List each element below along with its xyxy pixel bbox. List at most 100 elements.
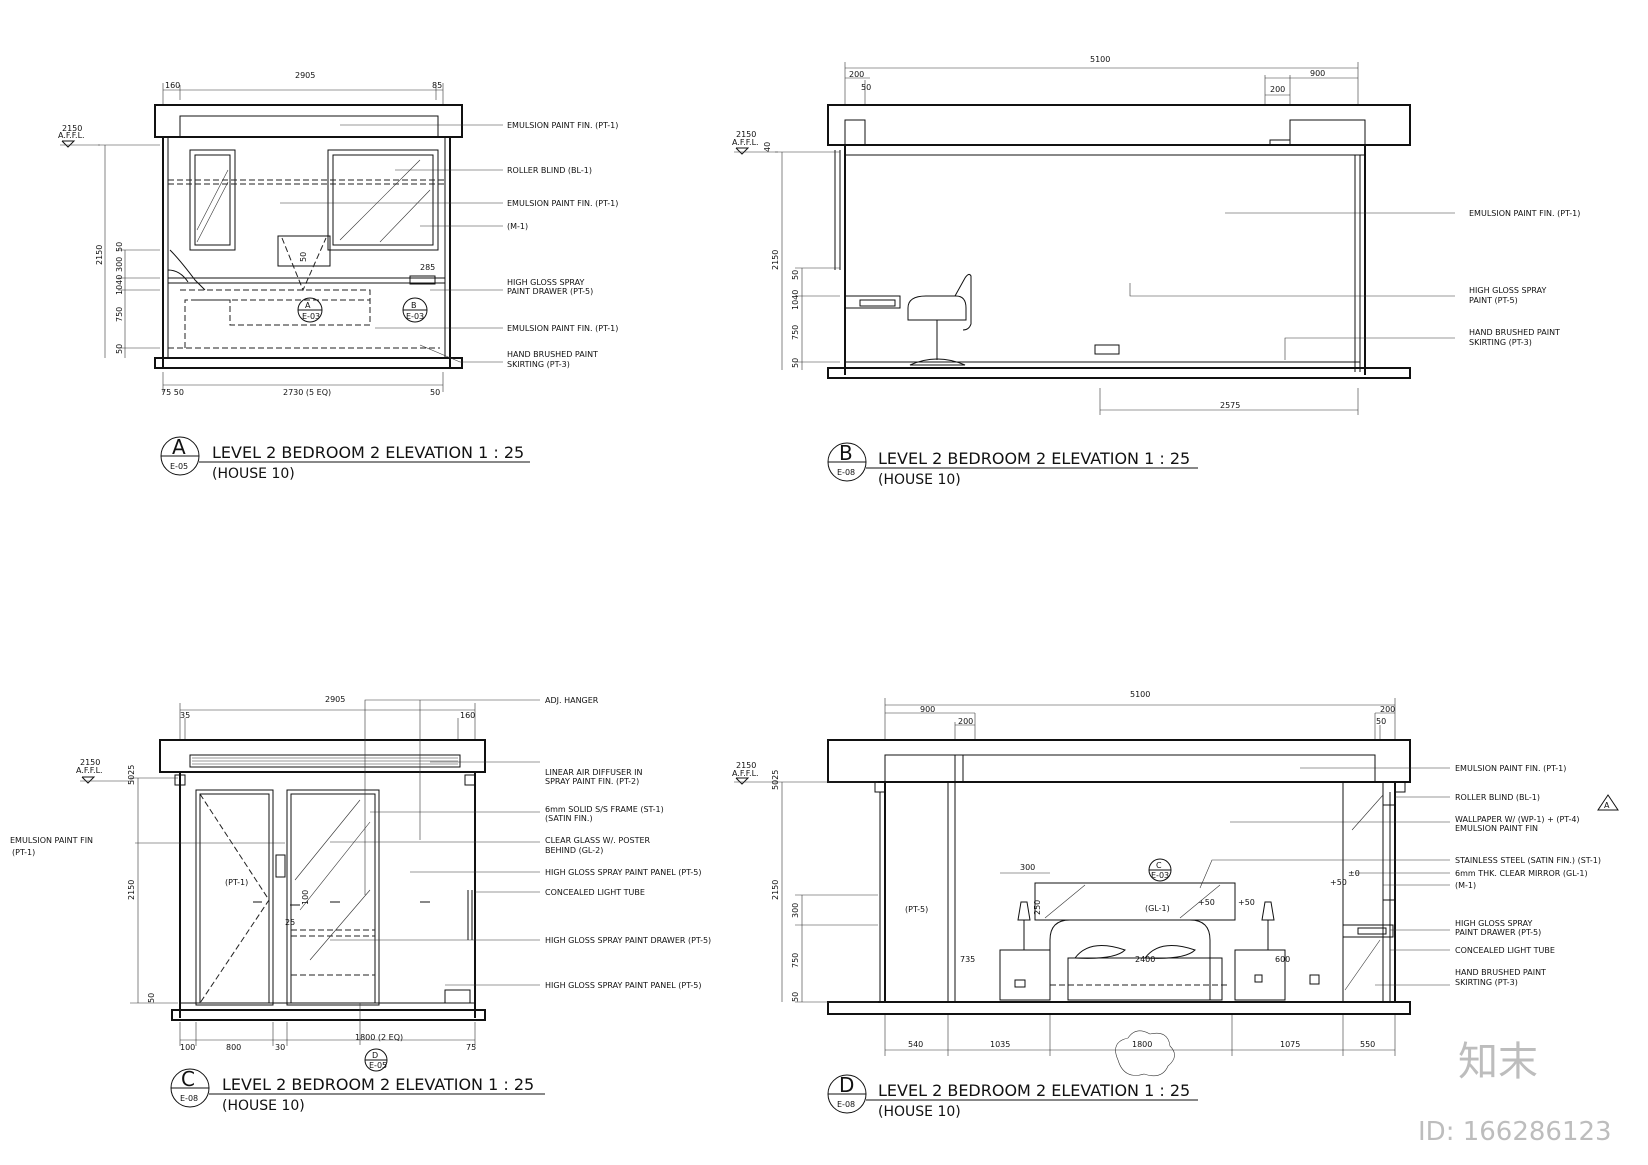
elevation-c: 2905 35 160 (PT-1)	[10, 695, 711, 1114]
c-label-12: EMULSION PAINT FIN	[10, 836, 93, 845]
c-dim-h2: 50	[147, 993, 156, 1003]
d-label-7: (M-1)	[1455, 881, 1476, 890]
c-label-10: HIGH GLOSS SPRAY PAINT DRAWER (PT-5)	[545, 936, 711, 945]
a-tag-letter: A	[172, 435, 186, 459]
b-dim-top-right: 900	[1310, 69, 1325, 78]
d-level-p1: +50	[1238, 898, 1255, 907]
d-label-10: CONCEALED LIGHT TUBE	[1455, 946, 1555, 955]
d-callout-c-letter: C	[1156, 861, 1162, 870]
a-dim-bottom-right: 50	[430, 388, 440, 397]
b-dim-top-right2: 200	[1270, 85, 1285, 94]
c-label-3: SPRAY PAINT FIN. (PT-2)	[545, 777, 639, 786]
a-dim-top-total: 2905	[295, 71, 315, 80]
c-dim-top-right: 160	[460, 711, 475, 720]
c-callout-d-ref: E-05	[369, 1061, 387, 1070]
a-afl: A.F.F.L.	[58, 131, 85, 140]
d-dim-top-total: 5100	[1130, 690, 1150, 699]
c-label-4: 6mm SOLID S/S FRAME (ST-1)	[545, 805, 664, 814]
d-dim-w2: 735	[960, 955, 975, 964]
d-dim-h4: 50	[791, 992, 800, 1002]
a-label-8: HAND BRUSHED PAINT	[507, 350, 598, 359]
c-dim-b2: 800	[226, 1043, 241, 1052]
a-dim-bottom: 2730 (5 EQ)	[283, 388, 331, 397]
d-label-11: HAND BRUSHED PAINT	[1455, 968, 1546, 977]
b-dim-h4: 50	[791, 358, 800, 368]
a-callout-b-ref: E-03	[406, 312, 424, 321]
c-label-13: (PT-1)	[12, 848, 35, 857]
c-pt1-inner: (PT-1)	[225, 878, 248, 887]
a-label-3: EMULSION PAINT FIN. (PT-1)	[507, 199, 618, 208]
d-dim-top-left: 900	[920, 705, 935, 714]
d-label-8: HIGH GLOSS SPRAY	[1455, 919, 1532, 928]
d-tag-ref: E-08	[837, 1100, 855, 1109]
d-label-5: STAINLESS STEEL (SATIN FIN.) (ST-1)	[1455, 856, 1601, 865]
c-label-7: BEHIND (GL-2)	[545, 846, 603, 855]
a-label-9: SKIRTING (PT-3)	[507, 360, 570, 369]
a-dim-h7: 50	[299, 252, 308, 262]
a-dim-h-total: 2150	[95, 245, 104, 265]
c-afl: A.F.F.L.	[76, 766, 103, 775]
c-callout-d-letter: D	[372, 1051, 378, 1060]
b-dim-h5: 40	[763, 142, 772, 152]
d-dim-top-right: 200	[1380, 705, 1395, 714]
d-house: (HOUSE 10)	[878, 1104, 961, 1120]
c-dim-top-left: 35	[180, 711, 190, 720]
c-label-6: CLEAR GLASS W/. POSTER	[545, 836, 651, 845]
d-dim-b2: 1035	[990, 1040, 1010, 1049]
b-label-4: HAND BRUSHED PAINT	[1469, 328, 1560, 337]
d-title: LEVEL 2 BEDROOM 2 ELEVATION 1 : 25	[878, 1081, 1190, 1100]
b-dim-h1: 50	[791, 270, 800, 280]
b-afl: A.F.F.L.	[732, 138, 759, 147]
d-dim-h5: 250	[1033, 900, 1042, 915]
a-label-2: ROLLER BLIND (BL-1)	[507, 166, 592, 175]
c-label-1: ADJ. HANGER	[545, 696, 599, 705]
b-dim-bottom: 2575	[1220, 401, 1240, 410]
a-title: LEVEL 2 BEDROOM 2 ELEVATION 1 : 25	[212, 443, 524, 462]
a-house: (HOUSE 10)	[212, 466, 295, 482]
d-afl: A.F.F.L.	[732, 769, 759, 778]
c-dim-h4: 25	[285, 918, 295, 927]
a-dim-bottom-left: 75 50	[161, 388, 184, 397]
d-level-p4: +50	[1198, 898, 1215, 907]
a-dim-h5: 50	[115, 242, 124, 252]
elevation-a: 2905 160 85	[58, 71, 618, 482]
a-callout-a-ref: E-03	[302, 312, 320, 321]
b-dim-top-left2: 50	[861, 83, 871, 92]
a-label-7: EMULSION PAINT FIN. (PT-1)	[507, 324, 618, 333]
d-label-4: EMULSION PAINT FIN	[1455, 824, 1538, 833]
elevation-d: 5100 900 200 200 50 (PT-5) (GL-1)	[732, 690, 1619, 1120]
b-dim-h3: 750	[791, 325, 800, 340]
a-callout-a-letter: A	[305, 301, 311, 310]
a-callout-b-letter: B	[411, 301, 417, 310]
c-level: 2150	[80, 758, 100, 767]
d-dim-h3: 750	[791, 953, 800, 968]
watermark-id: ID: 166286123	[1418, 1117, 1612, 1147]
c-label-11: HIGH GLOSS SPRAY PAINT PANEL (PT-5)	[545, 981, 702, 990]
d-label-6: 6mm THK. CLEAR MIRROR (GL-1)	[1455, 869, 1588, 878]
d-dim-b3: 1800	[1132, 1040, 1152, 1049]
b-label-5: SKIRTING (PT-3)	[1469, 338, 1532, 347]
d-dim-top-right2: 50	[1376, 717, 1386, 726]
b-dim-h-total: 2150	[771, 250, 780, 270]
c-house: (HOUSE 10)	[222, 1098, 305, 1114]
c-dim-h3: 100	[301, 890, 310, 905]
b-dim-top-left: 200	[849, 70, 864, 79]
a-dim-top-left: 160	[165, 81, 180, 90]
d-dim-h-total: 2150	[771, 880, 780, 900]
b-dim-h2: 1040	[791, 290, 800, 310]
d-label-2: ROLLER BLIND (BL-1)	[1455, 793, 1540, 802]
d-label-12: SKIRTING (PT-3)	[1455, 978, 1518, 987]
b-tag-ref: E-08	[837, 468, 855, 477]
a-dim-h4: 50	[115, 344, 124, 354]
d-dim-b1: 540	[908, 1040, 923, 1049]
b-tag-letter: B	[839, 441, 853, 465]
b-label-2: HIGH GLOSS SPRAY	[1469, 286, 1546, 295]
b-level: 2150	[736, 130, 756, 139]
elevation-b: 5100 200 50 900 200 EMUL	[732, 55, 1580, 488]
c-label-9: CONCEALED LIGHT TUBE	[545, 888, 645, 897]
a-label-5: HIGH GLOSS SPRAY	[507, 278, 584, 287]
d-label-gl1-head: (GL-1)	[1145, 904, 1170, 913]
watermark-logo: 知末	[1458, 1039, 1538, 1085]
d-label-pt5: (PT-5)	[905, 905, 928, 914]
